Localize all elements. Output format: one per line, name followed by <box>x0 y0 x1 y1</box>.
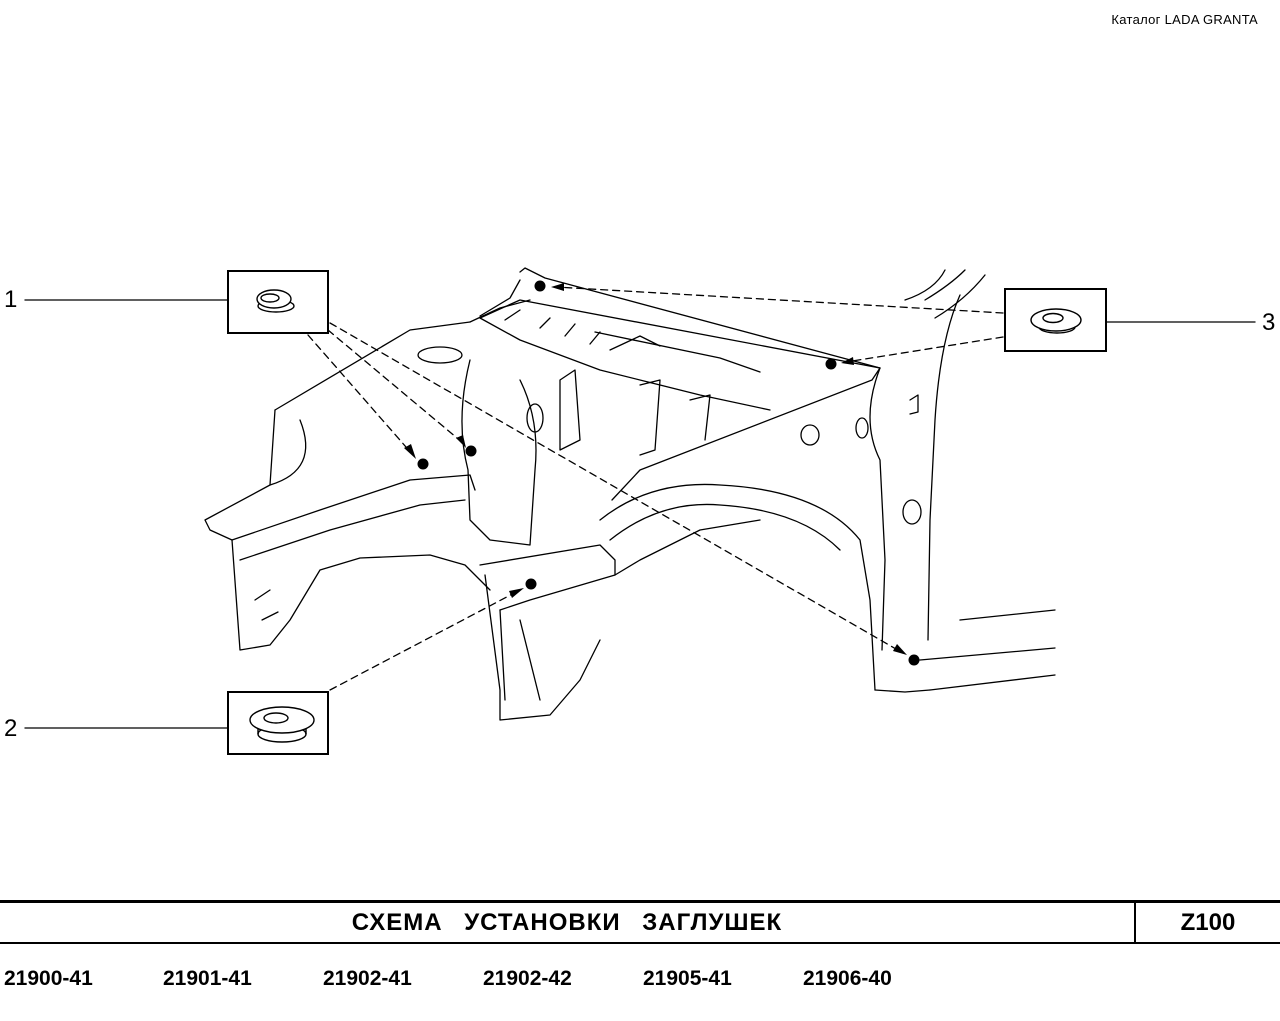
model-list: 21900-41 21901-41 21902-41 21902-42 2190… <box>0 964 1280 994</box>
plug-small-icon <box>256 289 295 313</box>
title-divider <box>1134 903 1136 942</box>
title-block: СХЕМА УСТАНОВКИ ЗАГЛУШЕК Z100 <box>0 900 1280 944</box>
plug-large-icon <box>249 706 315 743</box>
leader-lines <box>307 286 1004 691</box>
model-code: 21900-41 <box>4 967 93 990</box>
callout-number-2: 2 <box>4 715 18 742</box>
section-code: Z100 <box>1180 909 1236 936</box>
part-box-1 <box>227 270 329 334</box>
model-code: 21905-41 <box>643 967 732 990</box>
plug-medium-icon <box>1030 308 1082 334</box>
plug-icons <box>249 289 1082 743</box>
part-box-3 <box>1004 288 1107 352</box>
callout-lines <box>24 299 1256 729</box>
callout-number-3: 3 <box>1262 309 1276 336</box>
diagram-title: СХЕМА УСТАНОВКИ ЗАГЛУШЕК <box>351 909 783 936</box>
model-code: 21902-42 <box>483 967 572 990</box>
catalog-label: Каталог LADA GRANTA <box>1111 12 1258 27</box>
arrowheads <box>404 283 907 655</box>
model-code: 21901-41 <box>163 967 252 990</box>
car-body-outline <box>204 267 1056 721</box>
model-code: 21906-40 <box>803 967 892 990</box>
part-box-2 <box>227 691 329 755</box>
callout-number-1: 1 <box>4 286 18 313</box>
body-installation-diagram <box>24 267 1256 755</box>
model-code: 21902-41 <box>323 967 412 990</box>
installation-points <box>417 280 920 666</box>
